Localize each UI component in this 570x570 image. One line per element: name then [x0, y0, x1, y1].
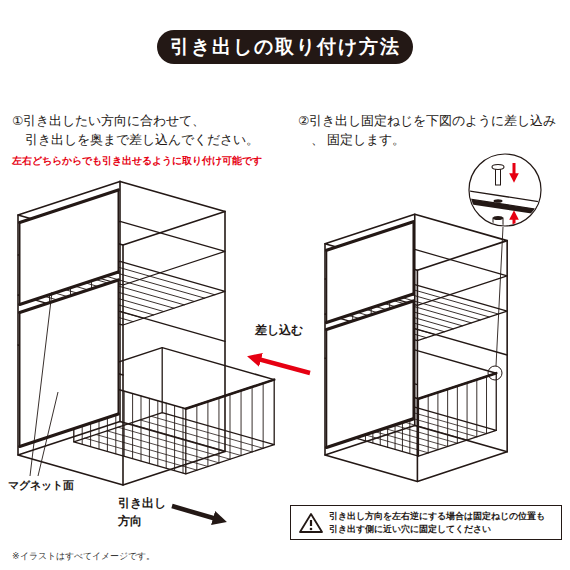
rack-left — [18, 181, 274, 485]
drawer-floor — [74, 413, 274, 474]
drawer-bar — [124, 391, 125, 456]
leader-line — [38, 392, 58, 476]
post — [17, 215, 19, 455]
panel-band — [20, 190, 119, 222]
drawer-bar — [132, 394, 133, 459]
leader-line — [30, 292, 52, 476]
drawer-bar — [437, 392, 438, 449]
warning-text: 引き出し方向を左右逆にする場合は固定ねじの位置も 引き出す側に近い穴に固定してく… — [329, 510, 555, 535]
shelf-wire — [110, 265, 215, 295]
drawer-handle — [418, 373, 496, 399]
post — [324, 244, 326, 455]
pull-arrow — [172, 506, 220, 520]
panel-band — [20, 280, 119, 312]
caption-note: ※イラストはすべてイメージです。 — [12, 550, 155, 564]
magnet-panel — [326, 301, 413, 448]
drawer-bar — [263, 383, 264, 448]
warning-box: 引き出し方向を左右逆にする場合は固定ねじの位置も 引き出す側に近い穴に固定してく… — [290, 505, 562, 540]
drawer-post — [496, 373, 497, 430]
drawer-rail — [415, 329, 507, 355]
drawer-bar — [417, 398, 418, 455]
drawer-bar — [141, 396, 142, 461]
drawer-bar — [218, 398, 219, 463]
drawer-bar — [252, 387, 253, 452]
nut-top — [493, 216, 503, 220]
screw-arrow — [513, 163, 516, 178]
screw-hole — [494, 199, 503, 203]
leader-line — [496, 227, 503, 366]
shelf-wire — [406, 288, 498, 314]
drawer-handle — [186, 380, 274, 409]
drawer-bar — [486, 376, 487, 433]
drawer-post — [274, 380, 275, 445]
part-label: マグネット面 — [6, 478, 76, 495]
panel-band — [326, 222, 413, 251]
drawer-bar — [447, 389, 448, 446]
drawer-bar — [476, 380, 477, 437]
zoom-circle — [469, 154, 541, 226]
panel-band — [326, 301, 413, 330]
drawer-bar — [149, 398, 150, 463]
title: 引き出しの取り付け方法 — [170, 34, 401, 60]
drawer-bar — [230, 394, 231, 459]
arrow-label: 差し込む — [255, 321, 303, 339]
step-instruction: ②引き出し固定ねじを下図のように差し込み、 固定します。 — [298, 112, 566, 150]
post — [414, 214, 416, 425]
drawer-wire — [129, 424, 241, 456]
drawer-post — [418, 399, 419, 456]
post — [506, 241, 508, 452]
drawer-bar — [457, 386, 458, 443]
warning-dot — [310, 527, 313, 530]
step-instruction: ①引き出したい方向に合わせて、 引き出しを奥まで差し込んでください。 — [12, 112, 292, 150]
nut-arrow — [513, 215, 516, 226]
drawer-bar — [196, 405, 197, 470]
drawer-wire — [118, 427, 230, 459]
panel-band — [326, 419, 413, 448]
drawer-bar — [241, 391, 242, 456]
screw-head — [492, 165, 504, 170]
drawer-bar — [207, 401, 208, 466]
warning-mark — [310, 520, 312, 526]
post — [224, 211, 226, 451]
warning-icon — [299, 512, 323, 534]
drawer-wire — [140, 420, 252, 452]
arrow-label: 引き出し 方向 — [118, 494, 180, 530]
post — [119, 181, 121, 421]
drawer-wire — [96, 434, 208, 466]
drawer-bar — [183, 408, 184, 473]
drawer-wire — [151, 416, 263, 448]
magnet-panel — [20, 280, 119, 446]
detail-marker — [488, 366, 502, 380]
drawer-rail — [120, 311, 225, 341]
drawer-bar — [166, 403, 167, 468]
zoom-detail — [462, 163, 548, 227]
title-pill: 引き出しの取り付け方法 — [157, 30, 413, 64]
drawer-bar — [467, 383, 468, 440]
drawer-bar — [428, 396, 429, 453]
drawer-bar — [174, 406, 175, 471]
warning-triangle — [300, 514, 322, 532]
insert-arrow — [254, 358, 310, 373]
rail-edge — [462, 198, 548, 216]
drawer-wire — [404, 410, 487, 434]
drawer-post — [185, 409, 186, 474]
note-text: 左右どちらからでも引き出せるように取り付け可能です — [12, 154, 262, 168]
rack-right — [325, 214, 507, 481]
drawer-bar — [157, 401, 158, 466]
